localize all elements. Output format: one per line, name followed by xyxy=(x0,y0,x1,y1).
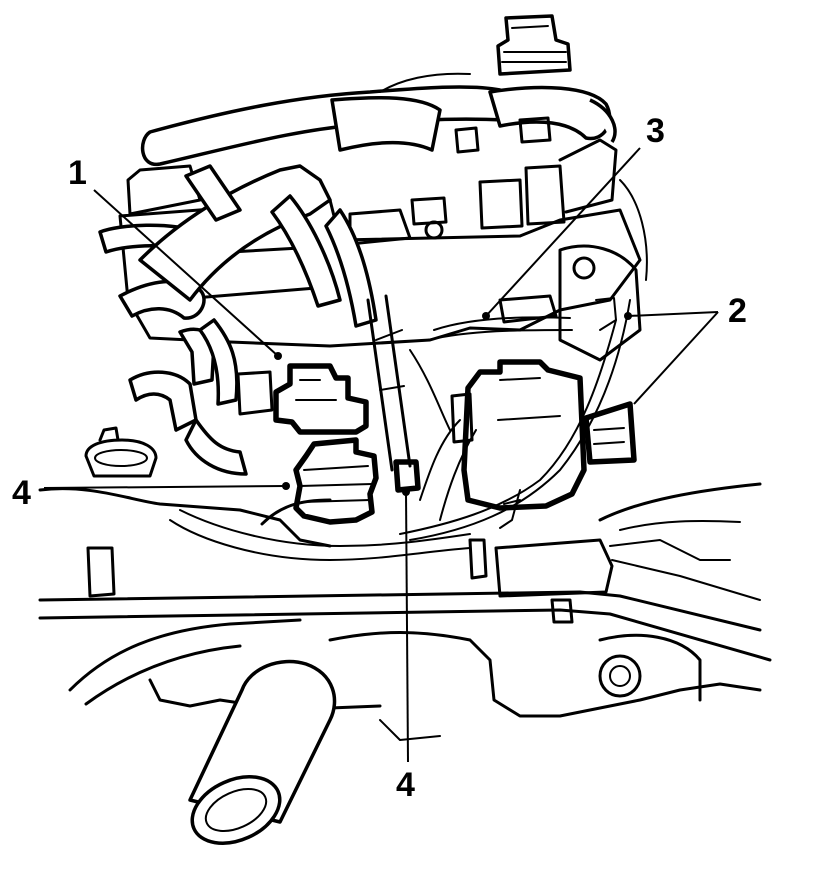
filler-cap xyxy=(496,14,572,76)
callout-3: 3 xyxy=(646,112,665,150)
intake-hoses xyxy=(140,72,617,166)
callouts: 1 2 3 4 4 xyxy=(12,112,747,804)
leader-2b xyxy=(633,311,719,405)
leader-lines xyxy=(43,147,719,763)
callout-4-bottom: 4 xyxy=(396,766,415,804)
leader-2a xyxy=(627,311,719,317)
bellows-boot xyxy=(260,437,379,526)
right-assembly xyxy=(498,179,648,362)
small-sensor xyxy=(393,459,421,493)
vertical-rods xyxy=(366,294,412,472)
wiring-pipes xyxy=(169,299,631,561)
vsv-connector xyxy=(583,401,637,465)
callout-2: 2 xyxy=(728,292,747,330)
callout-1: 1 xyxy=(68,154,87,192)
lower-pipe xyxy=(188,659,337,845)
leader-1 xyxy=(93,189,279,357)
left-cap xyxy=(84,426,158,478)
intake-duct xyxy=(138,164,378,328)
leader-4-bottom xyxy=(405,491,409,763)
leader-4-left xyxy=(43,485,287,489)
callout-4-left: 4 xyxy=(12,474,31,512)
engine-line-art xyxy=(38,14,772,845)
oil-pan xyxy=(68,618,762,741)
vsv-1-body xyxy=(236,363,369,435)
leader-3 xyxy=(485,147,641,317)
vsv-canister xyxy=(450,359,587,511)
